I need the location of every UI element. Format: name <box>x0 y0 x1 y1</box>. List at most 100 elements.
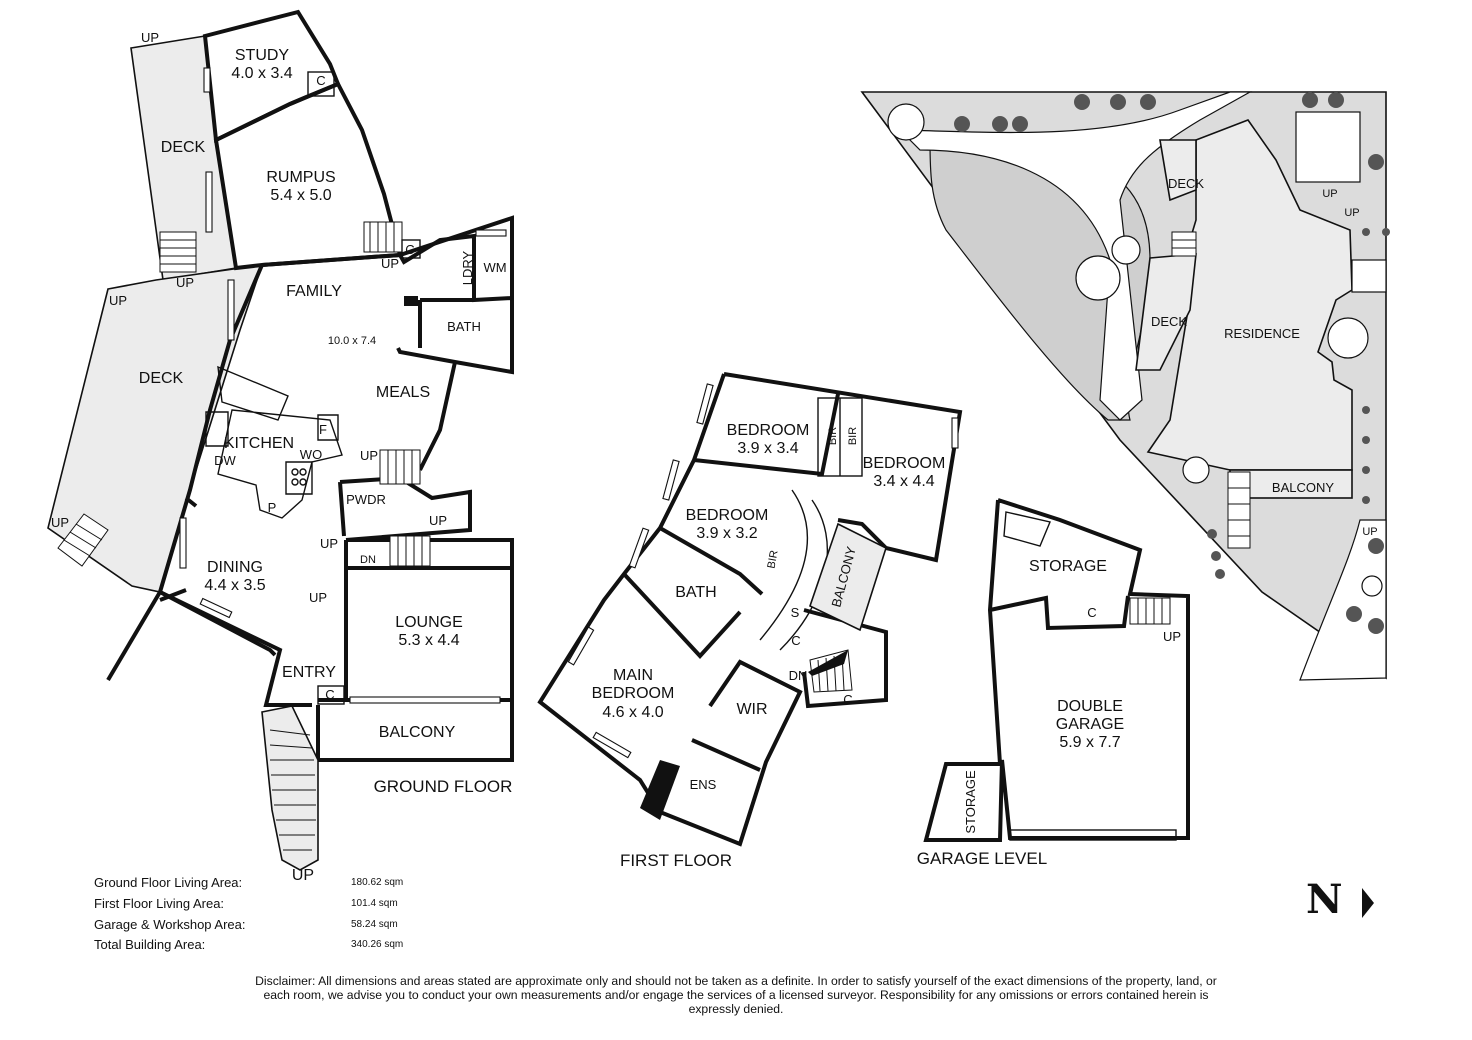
garage-up-mark: UP <box>1163 629 1181 644</box>
kitchen-appliances <box>205 411 339 495</box>
area-value: 101.4 sqm <box>351 898 398 909</box>
study-label: STUDY <box>235 47 290 64</box>
entry-stair-treads <box>269 729 316 851</box>
up-mark-1: UP <box>141 30 159 45</box>
deck-top-label: DECK <box>161 139 206 156</box>
first-bath-label: BATH <box>675 584 716 601</box>
up-mark-2: UP <box>176 275 194 290</box>
c-mark-1: C <box>316 73 325 88</box>
first-floor-title: FIRST FLOOR <box>620 851 732 870</box>
garage-level-title: GARAGE LEVEL <box>917 849 1047 868</box>
site-deck-1-label: DECK <box>1168 176 1204 191</box>
first-floor-plan <box>537 372 963 847</box>
c-mark-3: C <box>325 687 334 702</box>
garage-c-mark: C <box>1087 605 1096 620</box>
dining-label: DINING <box>207 559 263 576</box>
driveway <box>898 91 1253 421</box>
lounge-label: LOUNGE <box>395 614 463 631</box>
up-mark-9: UP <box>309 590 327 605</box>
first-dn-mark: DN <box>789 668 808 683</box>
site-plan <box>860 91 1390 681</box>
storage-top-label: STORAGE <box>1029 558 1107 575</box>
p-mark: P <box>268 500 277 515</box>
ground-windows <box>179 67 507 704</box>
kitchen-label: KITCHEN <box>224 435 294 452</box>
main-label-2: BEDROOM <box>592 685 675 702</box>
first-corridor <box>759 489 829 651</box>
up-mark-6: UP <box>360 448 378 463</box>
area-label: Garage & Workshop Area: <box>94 917 246 932</box>
main-label-1: MAIN <box>613 667 653 684</box>
up-mark-10: UP <box>292 867 314 884</box>
area-label: First Floor Living Area: <box>94 896 225 911</box>
bed2-label: BEDROOM <box>863 455 946 472</box>
site-labels: RESIDENCE DECK DECK BALCONY UP UP UP <box>1151 176 1378 538</box>
entry-stairs <box>261 705 319 871</box>
storage-side-label: STORAGE <box>963 770 978 834</box>
bed3-dim: 3.9 x 3.2 <box>696 525 757 542</box>
site-trees <box>887 103 1383 597</box>
bir-1-label: BIR <box>827 427 839 445</box>
kitchen-bench <box>217 365 343 519</box>
main-dim: 4.6 x 4.0 <box>602 704 663 721</box>
laundry-walls <box>398 233 513 348</box>
garage-labels: STORAGE STORAGE DOUBLE GARAGE 5.9 x 7.7 … <box>917 558 1181 868</box>
ground-floor-title: GROUND FLOOR <box>374 777 513 796</box>
deck-stairs <box>57 231 197 567</box>
ground-floor-labels: STUDY 4.0 x 3.4 RUMPUS 5.4 x 5.0 DECK DE… <box>51 30 512 884</box>
site-deck-1 <box>1159 139 1197 202</box>
area-value: 180.62 sqm <box>351 877 404 888</box>
area-label: Ground Floor Living Area: <box>94 875 243 890</box>
bed3-label: BEDROOM <box>686 507 769 524</box>
dw-mark: DW <box>214 453 236 468</box>
north-arrow-icon <box>1362 888 1374 918</box>
family-dim: 10.0 x 7.4 <box>328 335 376 347</box>
balcony-label: BALCONY <box>379 724 456 741</box>
up-mark-3: UP <box>109 293 127 308</box>
stair-landing-fill <box>808 650 848 676</box>
site-up-3: UP <box>1362 526 1377 538</box>
garage-label-2: GARAGE <box>1056 716 1124 733</box>
ground-floor-plan <box>47 9 514 871</box>
north-label: N <box>1306 876 1343 923</box>
ens-wall-fill <box>640 760 680 820</box>
site-stairs <box>1171 231 1251 549</box>
site-shrubs <box>954 92 1390 634</box>
dining-walls <box>106 496 312 707</box>
residence-label: RESIDENCE <box>1224 326 1300 341</box>
internal-stairs <box>363 221 431 567</box>
s-mark: S <box>791 605 800 620</box>
ldry-label: LDRY <box>460 250 475 285</box>
family-label: FAMILY <box>286 283 342 300</box>
fireplace <box>404 296 418 306</box>
site-up-2: UP <box>1344 207 1359 219</box>
site-balcony-label: BALCONY <box>1272 480 1334 495</box>
site-slab <box>1351 259 1387 293</box>
up-mark-4: UP <box>51 515 69 530</box>
family-meals-walls <box>157 215 514 657</box>
area-value: 340.26 sqm <box>351 939 404 950</box>
site-deck-2-label: DECK <box>1151 314 1187 329</box>
garden-path <box>1299 519 1387 681</box>
up-mark-8: UP <box>320 536 338 551</box>
f-mark: F <box>319 422 327 437</box>
bed1-dim: 3.9 x 3.4 <box>737 440 798 457</box>
ens-label: ENS <box>690 777 717 792</box>
area-label: Total Building Area: <box>94 937 206 952</box>
up-mark-7: UP <box>429 513 447 528</box>
bed2-dim: 3.4 x 4.4 <box>873 473 934 490</box>
rumpus-dim: 5.4 x 5.0 <box>270 187 331 204</box>
deck-left-label: DECK <box>139 370 184 387</box>
study-cupboard <box>307 71 335 97</box>
up-mark-5: UP <box>381 256 399 271</box>
wo-mark: WO <box>300 447 322 462</box>
pwdr-walls <box>338 475 472 542</box>
garage-dim: 5.9 x 7.7 <box>1059 734 1120 751</box>
entry-cupboard <box>317 685 345 705</box>
c-mark-2: C <box>405 242 414 257</box>
lounge-dim: 5.3 x 4.4 <box>398 632 459 649</box>
garage-walls <box>923 498 1190 842</box>
area-value: 58.24 sqm <box>351 919 398 930</box>
site-shed <box>1295 111 1361 183</box>
